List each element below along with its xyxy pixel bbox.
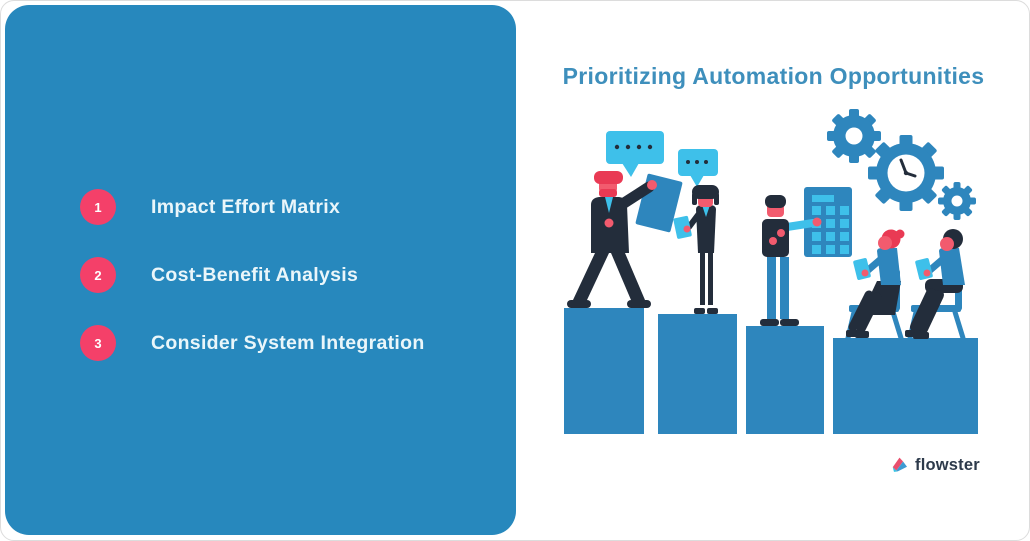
clipboard-icon bbox=[673, 215, 692, 239]
content-area: Prioritizing Automation Opportunities bbox=[516, 1, 1029, 540]
step-label: Cost-Benefit Analysis bbox=[151, 263, 359, 286]
step-number-badge: 2 bbox=[80, 257, 116, 293]
step-label: Consider System Integration bbox=[151, 331, 425, 354]
clock-gear-icon bbox=[868, 135, 944, 211]
step-number-badge: 1 bbox=[80, 189, 116, 225]
gear-icon bbox=[827, 109, 881, 163]
automation-team-illustration bbox=[564, 109, 978, 434]
person-seated-woman bbox=[846, 229, 905, 338]
person-with-clipboard bbox=[673, 185, 719, 314]
step-number-badge: 3 bbox=[80, 325, 116, 361]
gear-icon bbox=[938, 182, 976, 220]
speech-bubble-icon bbox=[678, 149, 718, 187]
person-at-board bbox=[760, 195, 822, 326]
step-label: Impact Effort Matrix bbox=[151, 195, 341, 218]
step-item-1: 1 Impact Effort Matrix bbox=[80, 189, 425, 225]
person-presenter-document bbox=[567, 171, 683, 308]
flowster-logo: flowster bbox=[890, 456, 980, 475]
schedule-board-icon bbox=[804, 187, 852, 257]
flowster-logo-text: flowster bbox=[915, 456, 980, 474]
left-panel: 1 Impact Effort Matrix 2 Cost-Benefit An… bbox=[5, 5, 516, 535]
page-title: Prioritizing Automation Opportunities bbox=[562, 63, 985, 89]
person-seated-man bbox=[905, 229, 965, 339]
tablet-icon bbox=[915, 258, 933, 280]
steps-list: 1 Impact Effort Matrix 2 Cost-Benefit An… bbox=[80, 189, 425, 361]
step-item-3: 3 Consider System Integration bbox=[80, 325, 425, 361]
tablet-icon bbox=[853, 258, 871, 280]
flowster-logo-icon bbox=[892, 457, 908, 472]
speech-bubble-icon bbox=[606, 131, 664, 177]
podium-column-icon bbox=[564, 308, 978, 434]
step-item-2: 2 Cost-Benefit Analysis bbox=[80, 257, 425, 293]
